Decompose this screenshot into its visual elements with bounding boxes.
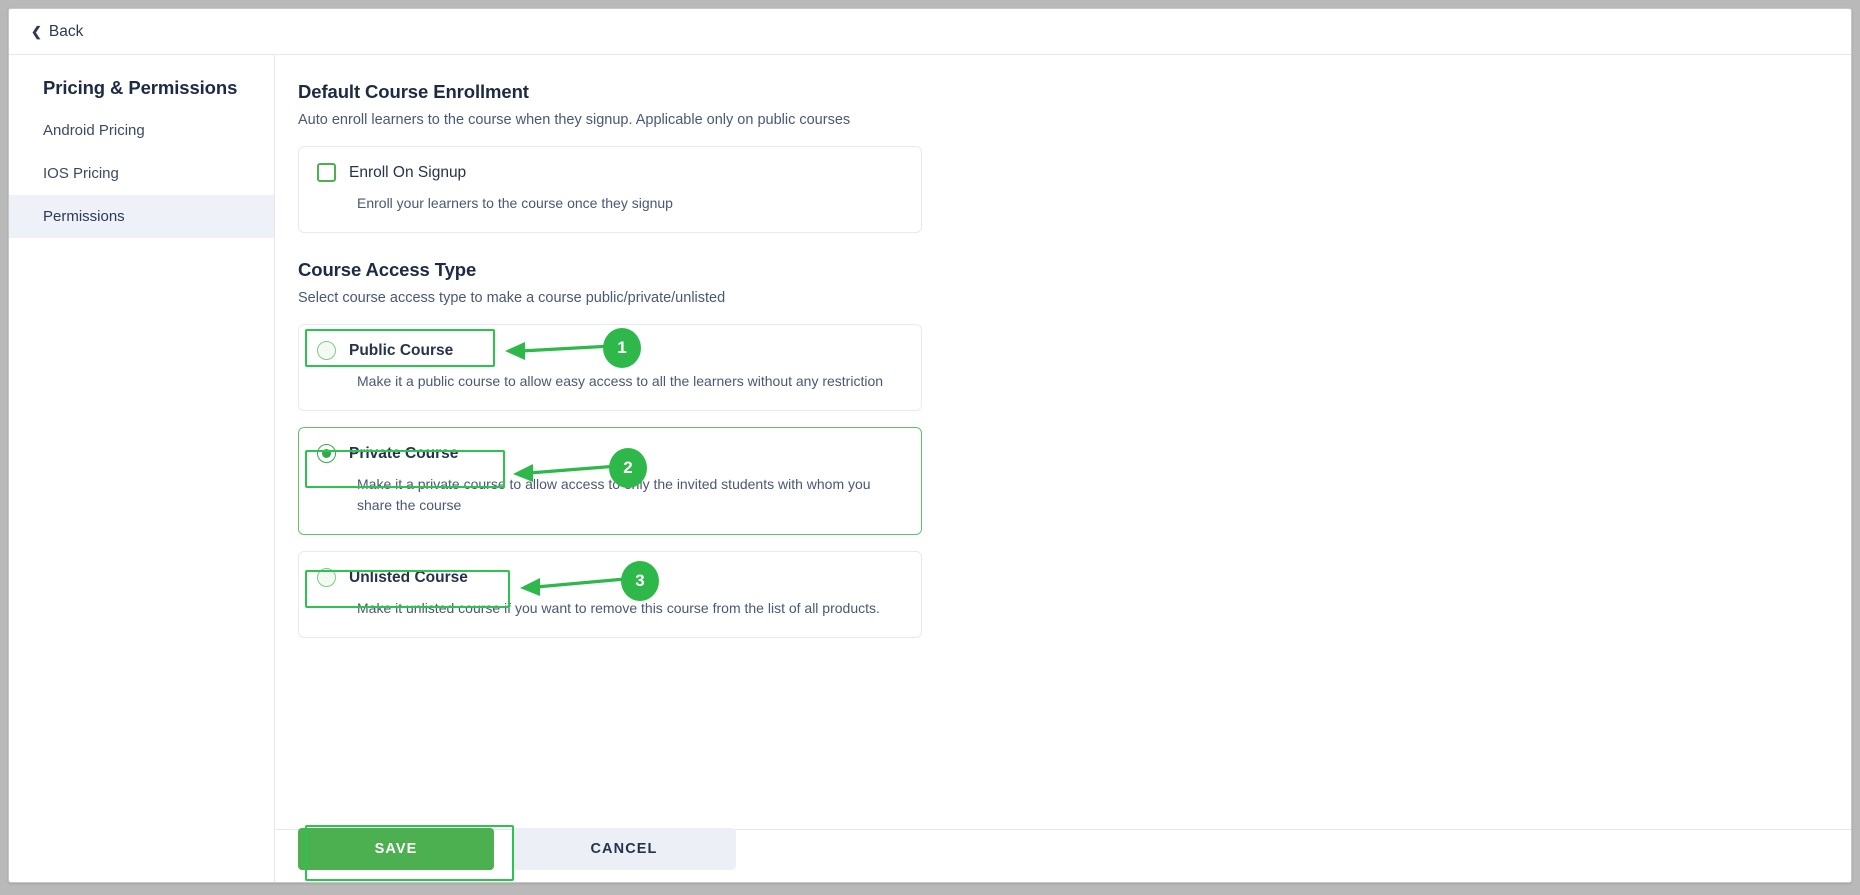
chevron-left-icon: ❮: [31, 24, 42, 39]
access-section-subtitle: Select course access type to make a cour…: [298, 290, 726, 306]
enrollment-section-subtitle: Auto enroll learners to the course when …: [298, 112, 851, 128]
app-window: ❮ Back Pricing & Permissions Android Pri…: [8, 8, 1852, 883]
sidebar-item-android-pricing[interactable]: Android Pricing: [43, 122, 145, 139]
sidebar: Pricing & Permissions Android Pricing IO…: [9, 55, 275, 882]
save-button[interactable]: SAVE: [298, 828, 494, 870]
access-section-title: Course Access Type: [298, 259, 477, 280]
radio-private-icon[interactable]: [317, 444, 336, 463]
main-content: Default Course Enrollment Auto enroll le…: [276, 55, 1851, 882]
footer-divider: [276, 829, 1851, 830]
enroll-on-signup-row[interactable]: Enroll On Signup: [317, 163, 903, 182]
cancel-button[interactable]: CANCEL: [512, 828, 736, 870]
back-label: Back: [48, 22, 84, 40]
enroll-on-signup-card[interactable]: Enroll On Signup Enroll your learners to…: [298, 146, 922, 233]
back-button[interactable]: ❮ Back: [31, 23, 83, 41]
private-course-card[interactable]: Private Course Make it a private course …: [298, 427, 922, 535]
private-course-description: Make it a private course to allow access…: [357, 476, 871, 513]
footer-actions: SAVE CANCEL: [298, 828, 736, 882]
unlisted-course-row[interactable]: Unlisted Course: [317, 568, 903, 587]
public-course-row[interactable]: Public Course: [317, 341, 903, 360]
unlisted-course-card[interactable]: Unlisted Course Make it unlisted course …: [298, 551, 922, 638]
enroll-on-signup-label: Enroll On Signup: [349, 163, 467, 181]
annotation-badge-2: 2: [609, 448, 647, 488]
sidebar-title: Pricing & Permissions: [43, 77, 238, 98]
unlisted-course-description: Make it unlisted course if you want to r…: [357, 600, 880, 616]
private-course-row[interactable]: Private Course: [317, 444, 903, 463]
public-course-label: Public Course: [349, 341, 454, 359]
radio-public-icon[interactable]: [317, 341, 336, 360]
checkbox-icon[interactable]: [317, 163, 336, 182]
sidebar-item-ios-pricing[interactable]: IOS Pricing: [43, 165, 119, 182]
top-bar: ❮ Back: [9, 9, 1851, 55]
sidebar-item-permissions[interactable]: Permissions: [9, 195, 274, 238]
annotation-badge-1: 1: [603, 328, 641, 368]
public-course-description: Make it a public course to allow easy ac…: [357, 373, 884, 389]
enrollment-section-title: Default Course Enrollment: [298, 81, 529, 102]
radio-unlisted-icon[interactable]: [317, 568, 336, 587]
annotation-badge-3: 3: [621, 561, 659, 601]
enroll-on-signup-description: Enroll your learners to the course once …: [357, 195, 673, 211]
private-course-label: Private Course: [349, 444, 459, 462]
unlisted-course-label: Unlisted Course: [349, 568, 468, 586]
